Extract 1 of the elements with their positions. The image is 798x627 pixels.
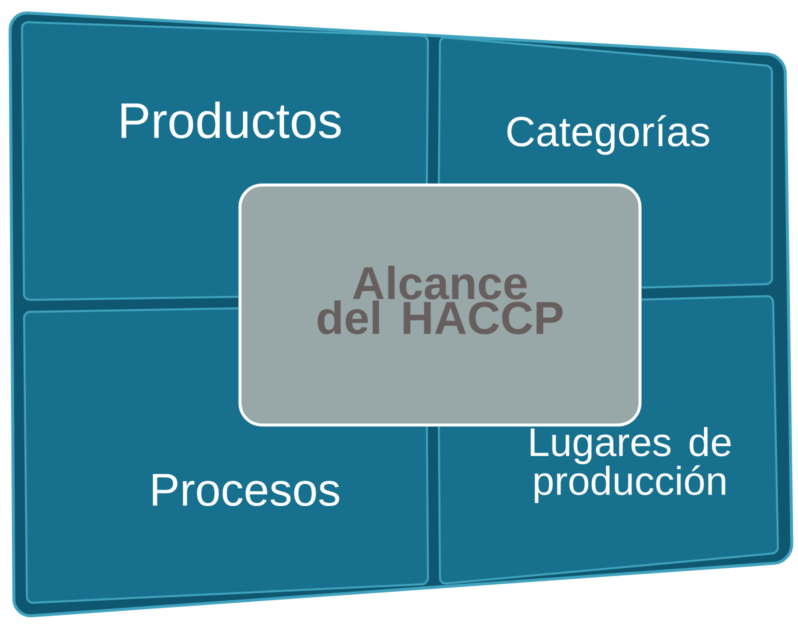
center-box: Alcance del HACCP bbox=[238, 184, 642, 426]
